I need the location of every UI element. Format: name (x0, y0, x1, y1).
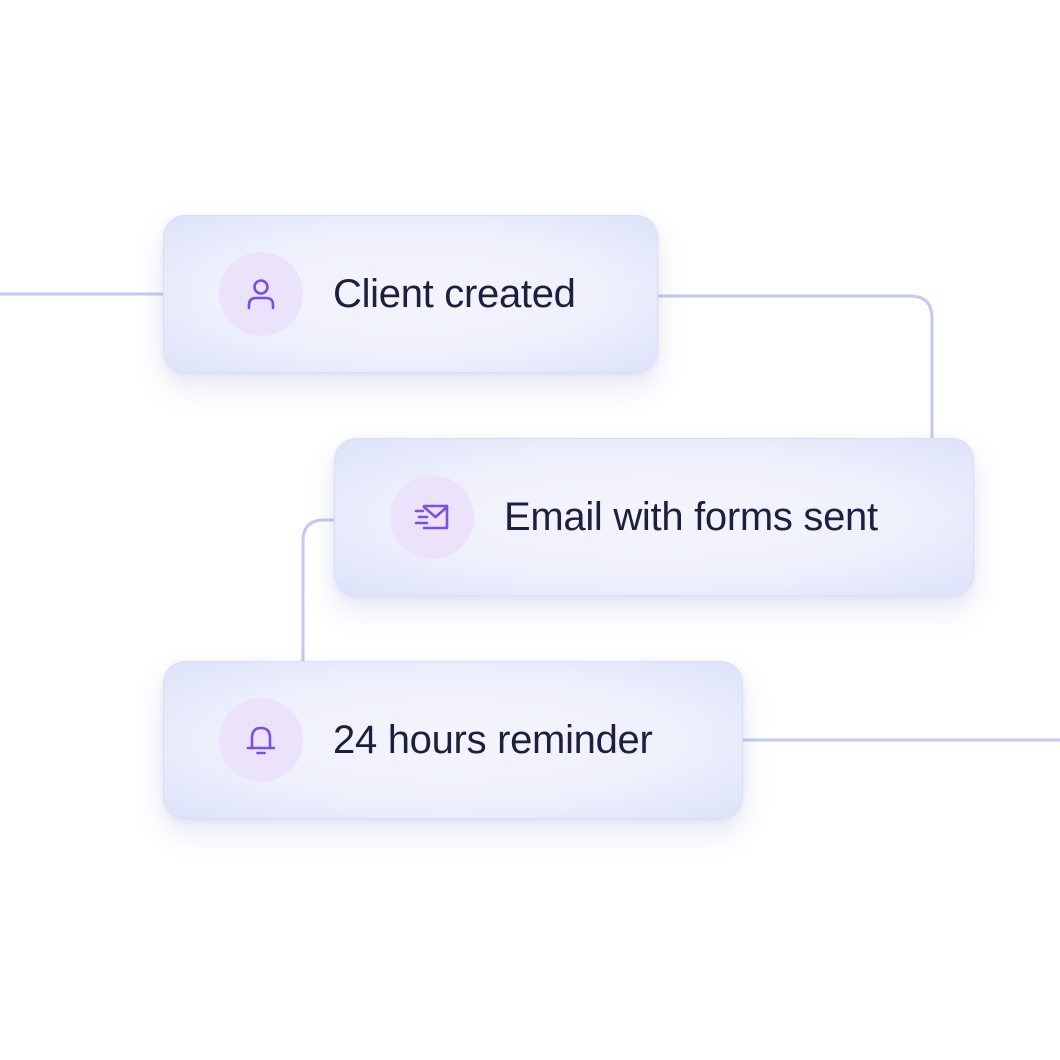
step-card-reminder[interactable]: 24 hours reminder (163, 661, 743, 819)
user-icon (247, 279, 275, 310)
step-card-email-sent[interactable]: Email with forms sent (334, 438, 974, 596)
connector-client-to-email (658, 294, 934, 438)
icon-badge (219, 252, 303, 336)
connector-email-to-reminder (301, 518, 334, 661)
icon-badge (390, 475, 474, 559)
icon-badge (219, 698, 303, 782)
step-label: Email with forms sent (504, 494, 878, 539)
step-label: 24 hours reminder (333, 717, 653, 762)
email-send-icon (414, 504, 449, 530)
bell-icon (246, 726, 276, 755)
step-label: Client created (333, 271, 576, 316)
step-card-client-created[interactable]: Client created (163, 215, 658, 373)
